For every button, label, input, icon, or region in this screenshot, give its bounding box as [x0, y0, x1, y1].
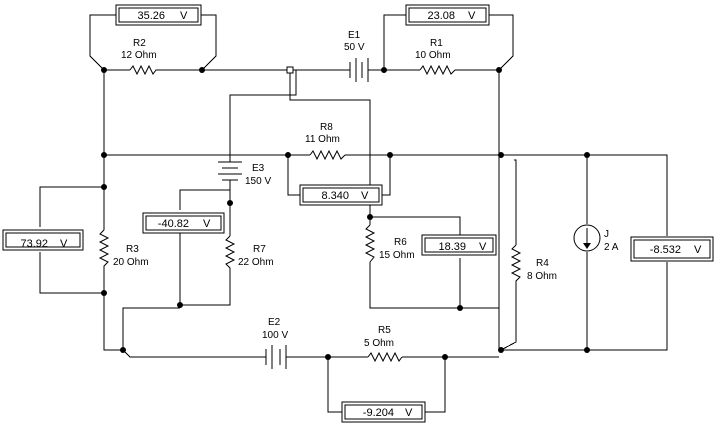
r5-value: 5 Ohm [364, 338, 394, 349]
meter-unit: V [60, 238, 68, 250]
resistors [98, 64, 522, 363]
r2-name: R2 [133, 38, 146, 49]
resistor-r6[interactable] [364, 224, 376, 263]
voltage-source-e3[interactable] [218, 160, 242, 185]
voltmeter-r3[interactable]: 73.92 V [2, 229, 84, 251]
r5-name: R5 [378, 325, 391, 336]
meter-reading: 8.340 [321, 190, 349, 202]
r7-value: 22 Ohm [238, 257, 274, 268]
meter-reading: -40.82 [158, 218, 189, 230]
r4-value: 8 Ohm [527, 271, 557, 282]
meter-unit: V [694, 244, 702, 256]
r3-name: R3 [126, 244, 139, 255]
r3-value: 20 Ohm [113, 257, 149, 268]
meter-unit: V [180, 10, 188, 22]
meter-reading: -9.204 [363, 407, 394, 419]
meter-reading: 18.39 [438, 241, 466, 253]
meter-reading: 73.92 [20, 238, 48, 250]
r8-value: 11 Ohm [305, 134, 340, 145]
r6-value: 15 Ohm [379, 250, 415, 261]
resistor-r7[interactable] [224, 235, 236, 270]
j-name: J [604, 229, 609, 240]
resistor-r8[interactable] [309, 149, 346, 161]
meter-reading: 23.08 [427, 10, 455, 22]
r1-value: 10 Ohm [415, 50, 451, 61]
resistor-r4[interactable] [510, 244, 522, 285]
j-value: 2 A [604, 242, 619, 253]
e1-name: E1 [348, 30, 361, 41]
e3-value: 150 V [245, 176, 271, 187]
resistor-r1[interactable] [419, 64, 458, 76]
voltmeter-r1[interactable]: 23.08 V [405, 4, 490, 26]
voltmeter-r2[interactable]: 35.26 V [115, 4, 202, 26]
r2-value: 12 Ohm [121, 50, 157, 61]
voltmeter-j[interactable]: -8.532 V [630, 236, 714, 262]
wires [39, 14, 668, 413]
e1-value: 50 V [344, 42, 365, 53]
voltmeter-r5[interactable]: -9.204 V [341, 401, 426, 423]
meter-reading: -8.532 [650, 244, 681, 256]
meter-unit: V [203, 218, 211, 230]
r7-name: R7 [253, 244, 266, 255]
resistor-r3[interactable] [98, 229, 110, 275]
r8-name: R8 [320, 122, 333, 133]
e2-name: E2 [268, 317, 281, 328]
r1-name: R1 [430, 38, 443, 49]
voltmeter-r7[interactable]: -40.82 V [142, 212, 225, 234]
e3-name: E3 [252, 163, 265, 174]
meter-unit: V [468, 10, 476, 22]
component-labels: R2 12 Ohm E1 50 V R1 10 Ohm R8 11 Ohm E3… [113, 30, 619, 349]
meter-unit: V [405, 407, 413, 419]
voltmeter-r6[interactable]: 18.39 V [421, 234, 497, 256]
resistor-r2[interactable] [129, 64, 158, 76]
r4-name: R4 [536, 258, 549, 269]
voltage-source-e2[interactable] [262, 345, 289, 369]
meter-unit: V [479, 241, 487, 253]
meter-reading: 35.26 [137, 10, 165, 22]
r6-name: R6 [394, 237, 407, 248]
resistor-r5[interactable] [367, 351, 403, 363]
meter-unit: V [361, 190, 369, 202]
e2-value: 100 V [262, 330, 288, 341]
current-source-j[interactable] [573, 224, 601, 252]
voltmeter-r8[interactable]: 8.340 V [299, 184, 383, 206]
voltage-source-e1[interactable] [343, 58, 370, 82]
